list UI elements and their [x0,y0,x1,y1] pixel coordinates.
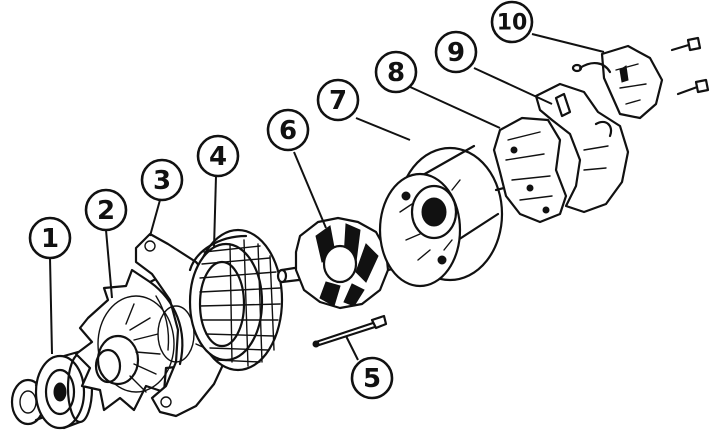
callout-9: 9 [434,30,478,74]
leader-lines [49,33,605,361]
mounting-screws [670,36,710,96]
callout-label: 8 [387,58,405,88]
rear-cover [534,82,630,214]
callout-label: 5 [363,364,381,394]
callout-1: 1 [28,216,72,260]
callout-label: 9 [447,38,465,68]
callout-3: 3 [140,158,184,202]
callout-10: 10 [490,0,534,44]
rectifier-bridge [492,116,568,224]
callout-label: 1 [41,224,59,254]
callout-6: 6 [266,108,310,152]
through-bolt [312,314,388,348]
callout-2: 2 [84,188,128,232]
pulley-assembly [10,350,94,430]
slip-ring-end-housing [378,144,522,288]
callout-label: 4 [209,142,227,172]
callout-8: 8 [374,50,418,94]
cooling-fan [74,268,196,412]
callout-label: 10 [497,11,528,36]
callout-label: 7 [329,86,347,116]
callout-4: 4 [196,134,240,178]
brush-holder [571,44,664,120]
callout-label: 2 [97,196,115,226]
stator [188,228,284,372]
callout-5: 5 [350,356,394,400]
callout-label: 3 [153,166,171,196]
callout-7: 7 [316,78,360,122]
callout-label: 6 [279,116,297,146]
